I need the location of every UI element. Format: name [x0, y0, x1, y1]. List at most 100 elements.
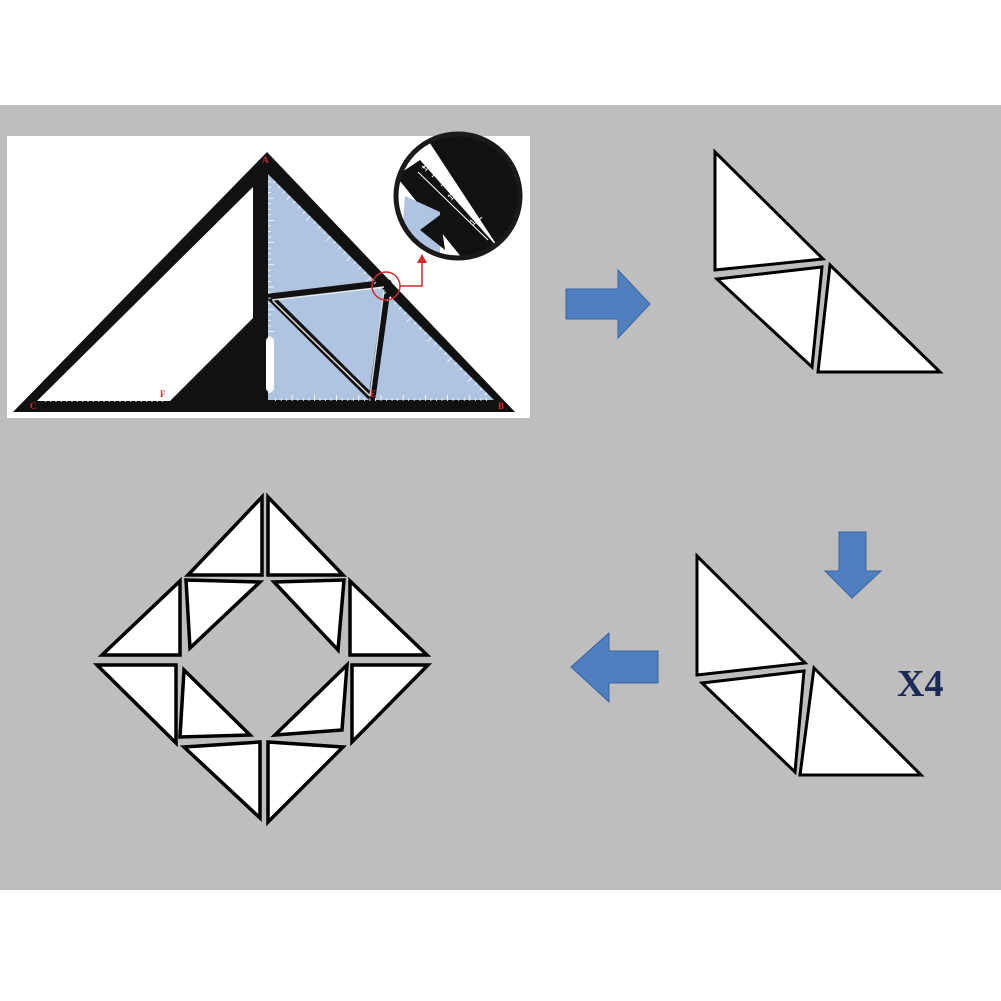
ruler-tick	[363, 271, 367, 275]
ruler-tick	[424, 332, 427, 335]
ruler-tick	[272, 180, 276, 184]
ruler-left-window	[37, 187, 253, 401]
ruler-tick	[484, 392, 488, 396]
ruler-tick	[313, 221, 316, 224]
ruler-tick	[467, 377, 473, 383]
ruler-tick	[439, 347, 442, 350]
set-piece-bottom	[798, 664, 925, 777]
ruler-tick	[292, 200, 296, 204]
ruler-tick	[70, 368, 74, 371]
ruler-tick	[145, 294, 150, 299]
ruler-tick	[86, 352, 90, 355]
point-label-f: F	[160, 389, 166, 399]
ruler-tick	[333, 241, 336, 244]
callout-arrow	[400, 262, 423, 287]
ruler-tick	[166, 273, 172, 278]
ruler-tick	[413, 322, 417, 325]
ruler-tick	[171, 267, 175, 271]
ruler-tick	[358, 266, 362, 270]
ruler-tick	[326, 236, 331, 242]
ruler-tick	[65, 373, 69, 377]
ruler-tick	[479, 387, 483, 391]
ruler-tick	[318, 226, 321, 229]
ruler-tick	[474, 382, 478, 386]
ruler-tick	[177, 262, 180, 266]
ruler-tick	[434, 342, 437, 345]
ruler-tick	[305, 216, 311, 221]
ruler-tick	[464, 372, 468, 376]
ruler-tick	[198, 241, 202, 245]
cut-piece-top	[713, 148, 827, 272]
arrow-right-icon	[565, 268, 651, 340]
piece-set	[695, 552, 925, 777]
ruler-tick	[346, 256, 352, 262]
multiplier-label: X4	[897, 663, 943, 705]
ruler-tick	[44, 394, 47, 398]
ruler-tick	[102, 336, 108, 342]
ruler-tick	[383, 291, 387, 295]
cut-piece-middle	[713, 265, 824, 371]
ruler-tick	[426, 337, 432, 342]
ruler-tick	[161, 278, 164, 282]
ruler-tick	[219, 220, 223, 224]
ruler-tick	[235, 204, 239, 208]
ruler-tick	[193, 246, 196, 250]
ruler-tick	[129, 310, 132, 313]
ruler-tick	[150, 288, 154, 292]
point-label-b: B	[498, 401, 504, 411]
ruler-tick	[75, 362, 79, 366]
ruler-tick	[54, 383, 58, 387]
ruler-tick	[91, 346, 95, 350]
ruler-tick	[123, 315, 129, 321]
ruler-tick	[113, 325, 116, 329]
arrow-down-icon	[823, 531, 883, 599]
ruler-tick	[209, 230, 214, 236]
ruler-tick	[459, 367, 463, 371]
ruler-tick	[343, 251, 346, 255]
ruler-tick	[366, 276, 372, 282]
ruler-tick	[60, 378, 65, 384]
assembled-block	[92, 492, 433, 827]
ruler-tick	[187, 252, 193, 257]
arrow-left-icon	[570, 631, 659, 704]
ruler-tick	[406, 316, 412, 322]
point-label-e: E	[370, 389, 376, 399]
ruler-tick	[297, 205, 301, 209]
ruler-tick	[230, 209, 236, 215]
ruler-tick	[246, 193, 250, 197]
ruler-tick	[418, 327, 422, 330]
ruler-tick	[353, 261, 357, 265]
ruler-tick	[214, 225, 218, 229]
ruler-tick	[323, 231, 326, 234]
ruler-tick	[277, 185, 281, 189]
ruler-tick	[373, 281, 377, 285]
ruler-panel: A B C F E	[7, 131, 530, 418]
ruler-tick	[241, 199, 244, 202]
ruler-tick	[182, 257, 186, 260]
ruler-tick	[225, 215, 228, 218]
ruler-tick	[282, 190, 286, 194]
cut-piece-bottom	[816, 261, 944, 374]
ruler-tick	[107, 331, 111, 334]
cut-pieces	[713, 148, 944, 374]
ruler-tick	[393, 301, 397, 305]
ruler-tick	[139, 299, 143, 303]
ruler-tick	[155, 283, 159, 287]
ruler-tick	[403, 311, 407, 315]
ruler-tick	[134, 304, 138, 308]
magnifier-icon: 12 11 10	[393, 131, 523, 261]
ruler-tick	[118, 320, 122, 324]
ruler-tick	[398, 306, 402, 310]
set-piece-middle	[698, 669, 806, 776]
point-label-a: A	[262, 155, 269, 165]
ruler-strut-edges	[271, 286, 385, 397]
ruler-tick	[81, 357, 87, 363]
set-piece-top	[695, 552, 809, 677]
ruler-tick	[97, 341, 100, 345]
ruler-tick	[302, 211, 306, 214]
ruler-tick	[444, 352, 447, 355]
ruler-tick	[338, 246, 341, 250]
ruler-tick	[285, 195, 291, 201]
ruler-tick	[447, 357, 452, 363]
